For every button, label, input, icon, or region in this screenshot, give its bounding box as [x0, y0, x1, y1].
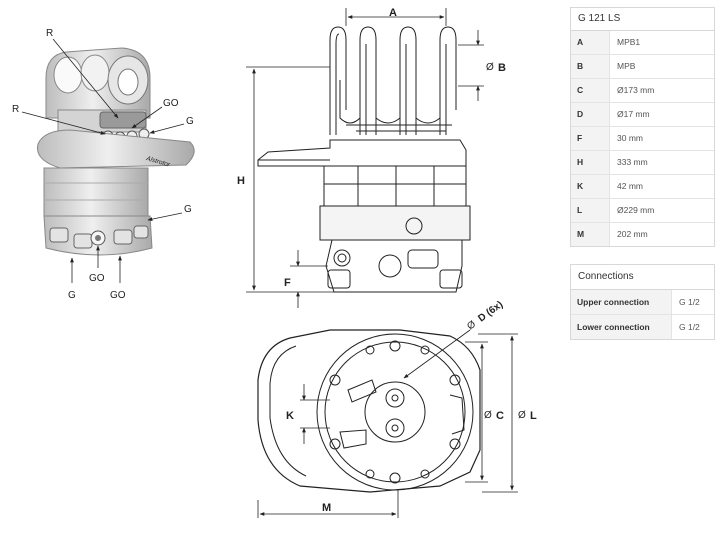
- spec-key: M: [571, 223, 610, 246]
- spec-value: Ø229 mm: [617, 205, 655, 215]
- spec-key: K: [571, 175, 610, 198]
- spec-value: 333 mm: [617, 157, 648, 167]
- spec-key: D: [571, 103, 610, 126]
- dim-d: D (6x): [476, 299, 505, 324]
- technical-drawing: Alstrotor R R GO G G G GO GO: [12, 7, 537, 518]
- callout-go-bottom-2: GO: [110, 290, 126, 301]
- dim-c: C: [496, 410, 504, 422]
- spec-row: L Ø229 mm: [571, 199, 714, 223]
- spec-row: H 333 mm: [571, 151, 714, 175]
- dim-l-dia: Ø: [518, 410, 526, 421]
- dim-a: A: [389, 7, 397, 19]
- spec-key: F: [571, 127, 610, 150]
- connection-row: Upper connection G 1/2: [571, 290, 714, 315]
- side-view: [257, 26, 471, 293]
- connection-key: Lower connection: [571, 315, 672, 339]
- dim-d-dia: Ø: [465, 319, 478, 333]
- spec-table: G 121 LS A MPB1 B MPB C Ø173 mm D Ø17 mm F 30…: [570, 7, 715, 247]
- callout-go-bottom-1: GO: [89, 273, 105, 284]
- callout-g-top: G: [186, 116, 194, 127]
- spec-row: A MPB1: [571, 31, 714, 55]
- callout-r-top: R: [46, 28, 53, 39]
- dim-c-dia: Ø: [484, 410, 492, 421]
- side-view-dimension-labels: A Ø B H F: [237, 7, 506, 289]
- spec-value: 202 mm: [617, 229, 648, 239]
- top-view-dimensions: [257, 329, 518, 518]
- port-callouts: R R GO G G G GO GO: [12, 28, 194, 301]
- callout-go-top: GO: [163, 98, 179, 109]
- spec-value: 30 mm: [617, 133, 643, 143]
- spec-row: C Ø173 mm: [571, 79, 714, 103]
- dim-b-dia: Ø: [486, 62, 494, 73]
- dim-m: M: [322, 502, 331, 514]
- spec-key: C: [571, 79, 610, 102]
- spec-value: Ø17 mm: [617, 109, 650, 119]
- dim-f: F: [284, 277, 291, 289]
- dim-k: K: [286, 410, 294, 422]
- side-view-dimensions: [246, 8, 484, 308]
- connection-value: G 1/2: [679, 322, 700, 332]
- callout-g-mid: G: [184, 204, 192, 215]
- dim-l: L: [530, 410, 537, 422]
- connections-table-title: Connections: [571, 265, 714, 290]
- spec-value: Ø173 mm: [617, 85, 655, 95]
- spec-key: B: [571, 55, 610, 78]
- spec-table-title: G 121 LS: [571, 8, 714, 31]
- spec-row: M 202 mm: [571, 223, 714, 246]
- dim-b: B: [498, 62, 506, 74]
- spec-value: MPB1: [617, 37, 641, 47]
- connection-value: G 1/2: [679, 297, 700, 307]
- connections-table: Connections Upper connection G 1/2 Lower …: [570, 264, 715, 340]
- dim-h: H: [237, 175, 245, 187]
- connection-row: Lower connection G 1/2: [571, 315, 714, 339]
- rotator-3d-view: Alstrotor: [36, 47, 195, 256]
- spec-row: K 42 mm: [571, 175, 714, 199]
- spec-key: H: [571, 151, 610, 174]
- spec-value: MPB: [617, 61, 636, 71]
- spec-row: F 30 mm: [571, 127, 714, 151]
- callout-r-side: R: [12, 104, 19, 115]
- spec-row: B MPB: [571, 55, 714, 79]
- spec-key: L: [571, 199, 610, 222]
- spec-row: D Ø17 mm: [571, 103, 714, 127]
- callout-g-bottom: G: [68, 290, 76, 301]
- spec-value: 42 mm: [617, 181, 643, 191]
- spec-key: A: [571, 31, 610, 54]
- top-view: [257, 329, 481, 493]
- connection-key: Upper connection: [571, 290, 672, 314]
